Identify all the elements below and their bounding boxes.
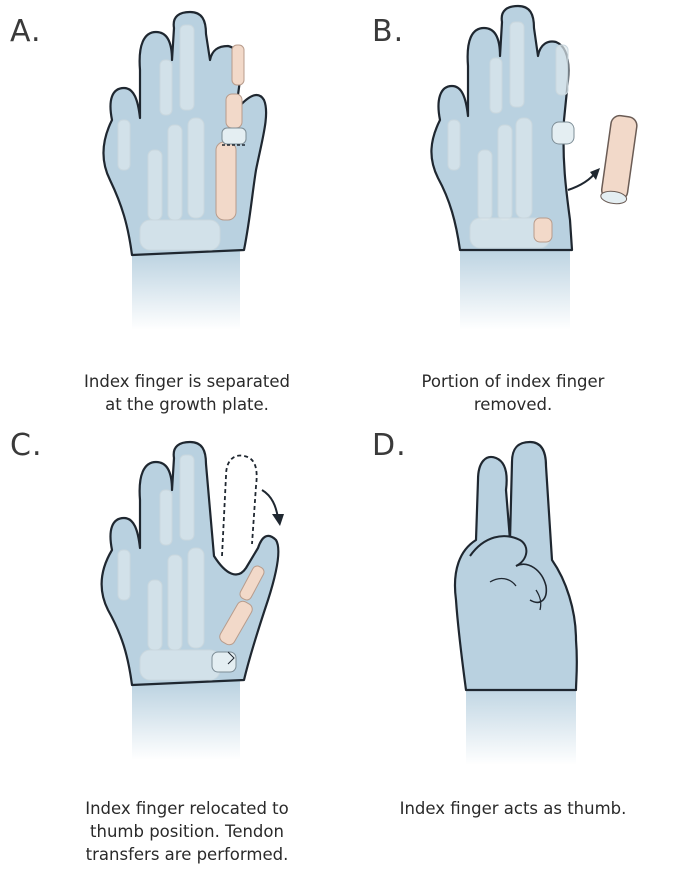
caption-d: Index finger acts as thumb.: [348, 797, 678, 820]
caption-line: Index finger acts as thumb.: [348, 797, 678, 820]
